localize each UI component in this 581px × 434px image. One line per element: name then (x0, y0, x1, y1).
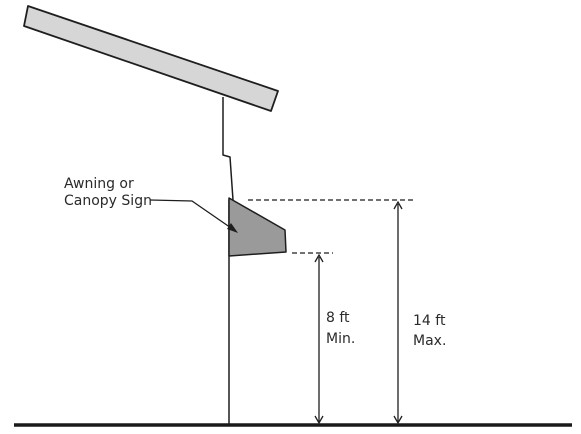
roof-eave (23, 5, 279, 112)
max-height-value: 14 ft (413, 313, 446, 329)
awning-sign (228, 197, 287, 257)
max-height-dimension-arrow (393, 200, 403, 425)
min-clearance-qualifier: Min. (326, 331, 355, 347)
callout-leader (149, 199, 235, 231)
callout-label-line-2: Canopy Sign (64, 193, 152, 209)
max-height-qualifier: Max. (413, 333, 446, 349)
min-clearance-dimension-arrow (314, 253, 324, 425)
building-wall (222, 97, 234, 425)
callout-arrowhead (227, 223, 238, 233)
callout-label-line-1: Awning or (64, 176, 134, 192)
min-clearance-value: 8 ft (326, 310, 350, 326)
